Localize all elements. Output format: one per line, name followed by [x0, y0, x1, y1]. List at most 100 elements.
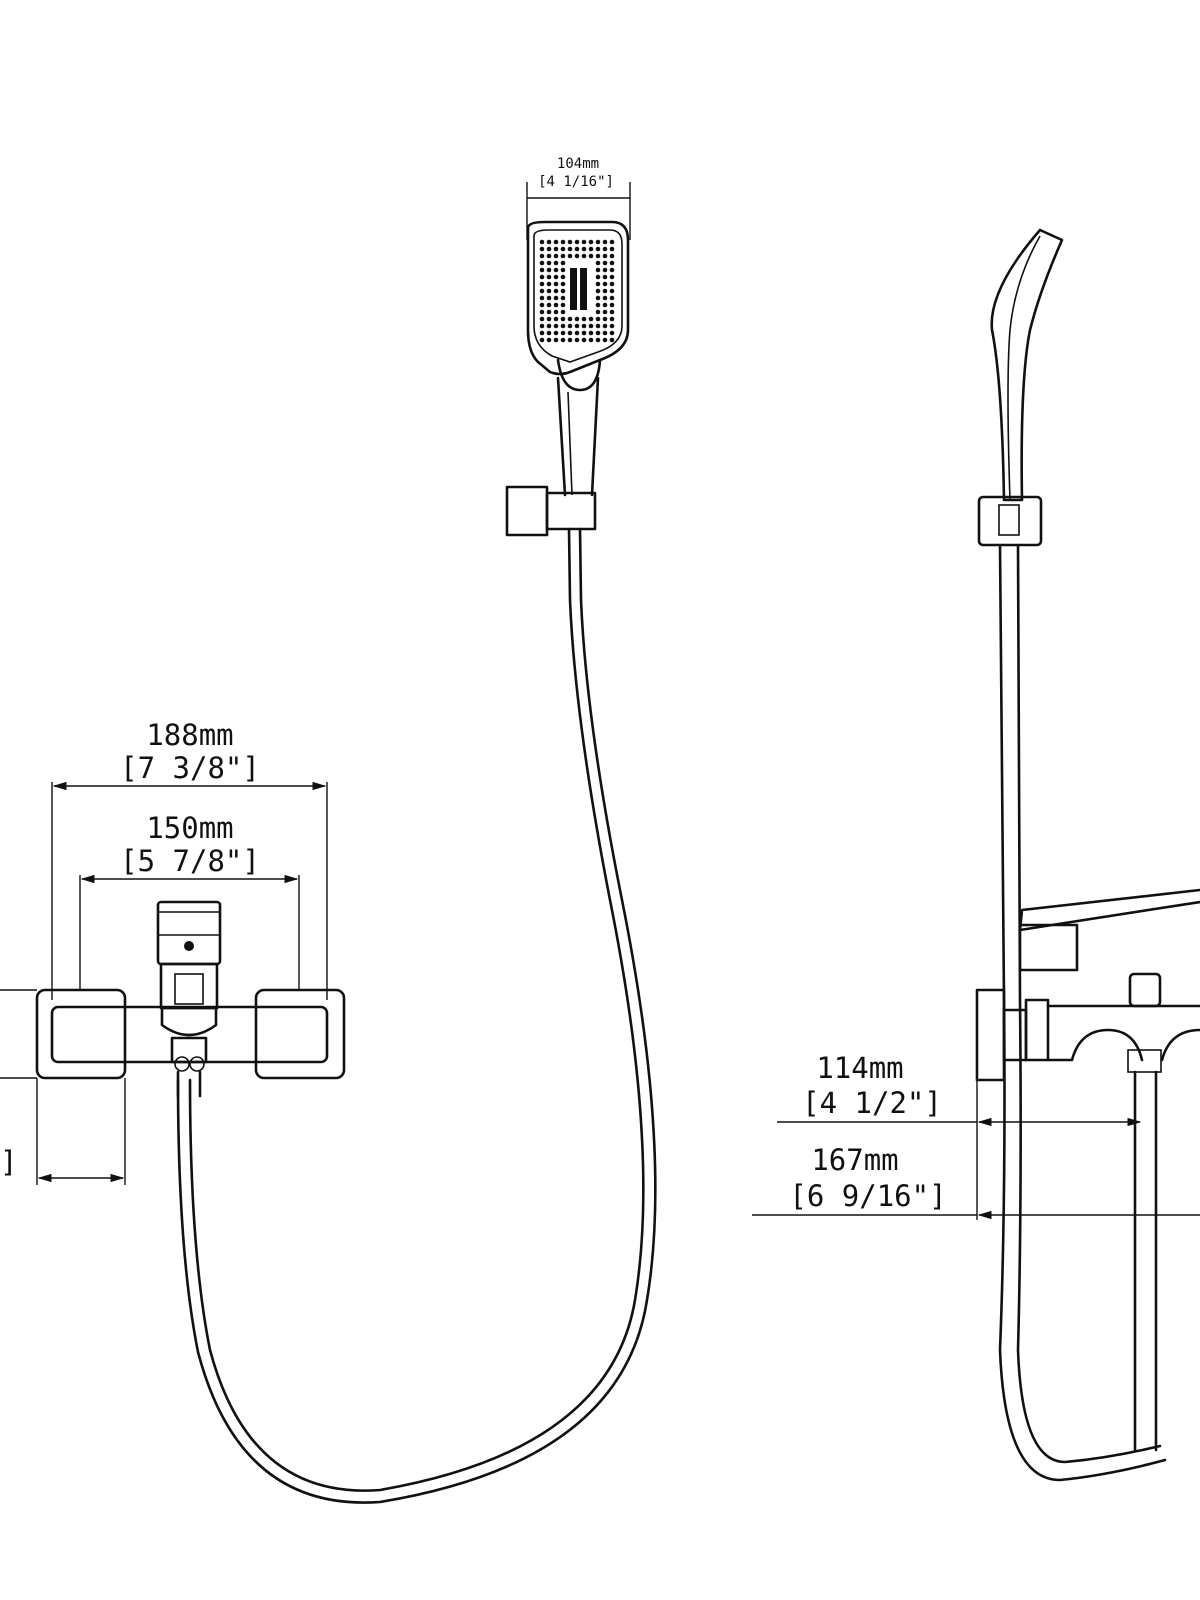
nozzle-dot — [560, 288, 566, 294]
nozzle-dot — [602, 246, 608, 252]
nozzle-dot — [574, 330, 580, 336]
nozzle-dot — [609, 337, 615, 343]
nozzle-dot — [595, 302, 601, 308]
nozzle-dot — [595, 246, 601, 252]
nozzle-dot — [560, 323, 566, 329]
wall-to-outlet-inch: [4 1/2"] — [802, 1086, 942, 1120]
nozzle-dot — [602, 253, 608, 259]
nozzle-dot — [546, 281, 552, 287]
nozzle-dot — [553, 246, 559, 252]
handshower-width-mm: 104mm — [557, 156, 599, 172]
nozzle-dot — [546, 316, 552, 322]
nozzle-dot — [609, 316, 615, 322]
nozzle-dot — [609, 302, 615, 308]
nozzle-dot — [553, 302, 559, 308]
nozzle-dot — [595, 288, 601, 294]
nozzle-dot — [560, 281, 566, 287]
nozzle-dot — [553, 267, 559, 273]
nozzle-dot — [553, 309, 559, 315]
nozzle-dot — [553, 260, 559, 266]
nozzle-dot — [595, 239, 601, 245]
handshower-width-inch: [4 1/16"] — [538, 174, 614, 190]
nozzle-dot — [609, 281, 615, 287]
nozzle-dot — [609, 323, 615, 329]
nozzle-dot — [546, 302, 552, 308]
dimension-167mm: 167mm [6 9/16"] — [752, 1143, 1200, 1220]
nozzle-dot — [560, 246, 566, 252]
nozzle-dot — [609, 246, 615, 252]
nozzle-dot — [567, 323, 573, 329]
nozzle-dot — [574, 337, 580, 343]
nozzle-dot — [588, 239, 594, 245]
nozzle-dot — [539, 330, 545, 336]
nozzle-dot — [539, 274, 545, 280]
nozzle-dot — [546, 274, 552, 280]
nozzle-dot — [560, 309, 566, 315]
nozzle-dot — [588, 253, 594, 259]
nozzle-dot — [553, 337, 559, 343]
nozzle-dot — [602, 302, 608, 308]
nozzle-dot — [553, 295, 559, 301]
wall-to-spout-mm: 167mm — [811, 1143, 898, 1177]
nozzle-dot — [553, 323, 559, 329]
nozzle-dot — [560, 337, 566, 343]
nozzle-dot — [546, 260, 552, 266]
nozzle-dot — [539, 239, 545, 245]
dimension-104mm: 104mm [4 1/16"] — [526, 156, 631, 240]
nozzle-dot — [560, 253, 566, 259]
nozzle-dot — [553, 239, 559, 245]
nozzle-dots — [539, 239, 615, 343]
nozzle-dot — [588, 330, 594, 336]
nozzle-dot — [539, 309, 545, 315]
nozzle-dot — [595, 316, 601, 322]
nozzle-dot — [609, 288, 615, 294]
nozzle-dot — [602, 281, 608, 287]
nozzle-dot — [609, 330, 615, 336]
side-wall-bracket — [977, 495, 1043, 547]
nozzle-dot — [546, 267, 552, 273]
nozzle-dot — [560, 274, 566, 280]
nozzle-dot — [546, 246, 552, 252]
dimension-cut-left: ] — [0, 989, 126, 1185]
screw-icon — [184, 941, 194, 951]
nozzle-dot — [560, 239, 566, 245]
nozzle-dot — [553, 253, 559, 259]
nozzle-dot — [595, 295, 601, 301]
nozzle-dot — [539, 260, 545, 266]
nozzle-dot — [560, 295, 566, 301]
nozzle-dot — [574, 253, 580, 259]
nozzle-dot — [602, 323, 608, 329]
nozzle-dot — [546, 253, 552, 259]
nozzle-dot — [595, 281, 601, 287]
nozzle-dot — [539, 323, 545, 329]
nozzle-dot — [574, 323, 580, 329]
nozzle-dot — [553, 274, 559, 280]
nozzle-dot — [567, 316, 573, 322]
nozzle-dot — [567, 330, 573, 336]
nozzle-dot — [581, 323, 587, 329]
dimension-188mm: 188mm [7 3/8"] — [51, 718, 328, 1000]
nozzle-dot — [609, 267, 615, 273]
nozzle-dot — [588, 246, 594, 252]
wall-bracket — [505, 485, 549, 537]
nozzle-dot — [546, 323, 552, 329]
nozzle-dot — [560, 302, 566, 308]
nozzle-dot — [588, 316, 594, 322]
cut-bracket: ] — [0, 1145, 17, 1179]
nozzle-dot — [567, 253, 573, 259]
center-distance-inch: [5 7/8"] — [120, 844, 260, 878]
nozzle-dot — [553, 281, 559, 287]
nozzle-dot — [574, 239, 580, 245]
dimension-150mm: 150mm [5 7/8"] — [79, 811, 300, 990]
nozzle-dot — [595, 309, 601, 315]
overall-width-inch: [7 3/8"] — [120, 751, 260, 785]
overall-width-mm: 188mm — [146, 718, 233, 752]
nozzle-dot — [581, 239, 587, 245]
nozzle-dot — [560, 330, 566, 336]
nozzle-dot — [595, 260, 601, 266]
nozzle-dot — [595, 253, 601, 259]
nozzle-dot — [539, 316, 545, 322]
nozzle-dot — [546, 330, 552, 336]
nozzle-dot — [609, 260, 615, 266]
nozzle-dot — [560, 267, 566, 273]
